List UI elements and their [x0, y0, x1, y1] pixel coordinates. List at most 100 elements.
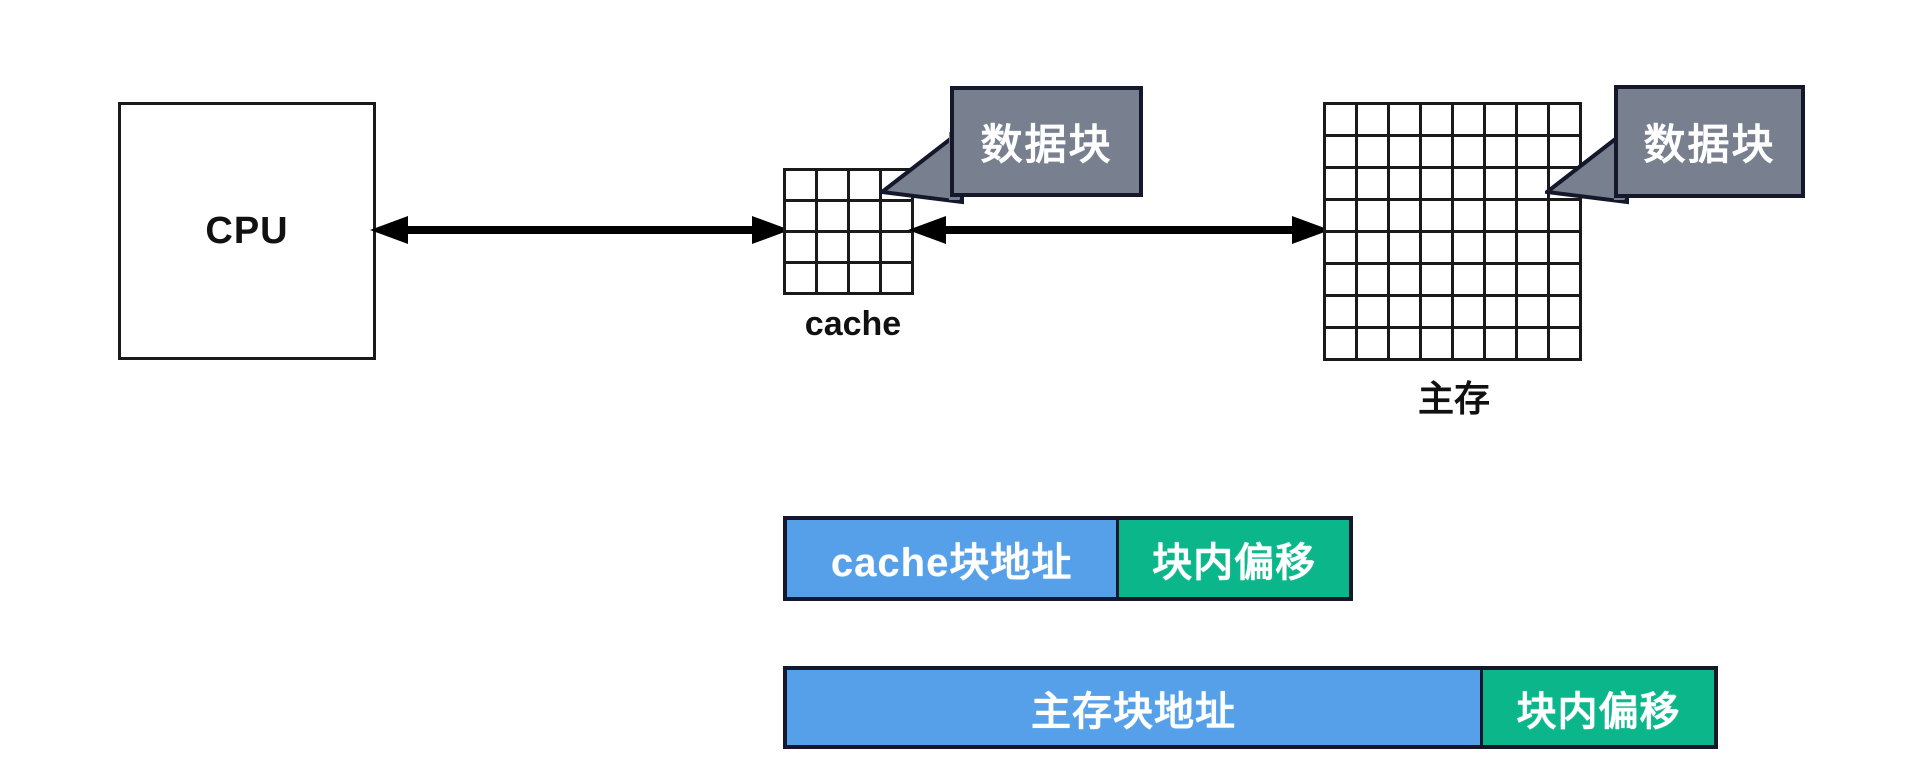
- memory-block-address-label: 主存块地址: [1031, 689, 1236, 734]
- memory-cell: [1390, 169, 1422, 201]
- callout-box: 数据块: [950, 86, 1143, 197]
- cache-address-bar: cache块地址 块内偏移: [783, 516, 1353, 601]
- memory-cell: [1326, 201, 1358, 233]
- memory-cell: [1550, 265, 1582, 297]
- memory-cell: [1486, 137, 1518, 169]
- memory-cell: [1550, 329, 1582, 361]
- callout-label: 数据块: [1643, 121, 1776, 168]
- memory-cell: [1454, 137, 1486, 169]
- memory-cell: [1518, 137, 1550, 169]
- callout-label: 数据块: [980, 121, 1113, 168]
- memory-cell: [1550, 137, 1582, 169]
- memory-cell: [1518, 105, 1550, 137]
- memory-cell: [1518, 329, 1550, 361]
- memory-cell: [1518, 169, 1550, 201]
- memory-cell: [1518, 233, 1550, 265]
- memory-cell: [1422, 265, 1454, 297]
- memory-cell: [1518, 201, 1550, 233]
- memory-cell: [1486, 233, 1518, 265]
- memory-cell: [1390, 105, 1422, 137]
- memory-cell: [1358, 233, 1390, 265]
- cache-caption: cache: [804, 305, 902, 343]
- memory-cell: [1422, 201, 1454, 233]
- cache-block-address-label: cache块地址: [830, 540, 1073, 585]
- memory-block-offset-segment: 块内偏移: [1480, 670, 1714, 745]
- memory-cell: [1486, 329, 1518, 361]
- memory-cell: [1390, 201, 1422, 233]
- memory-cell: [1326, 137, 1358, 169]
- memory-cell: [1550, 201, 1582, 233]
- cache-cell: [850, 264, 882, 295]
- cache-cell: [850, 171, 882, 202]
- cache-cell: [850, 233, 882, 264]
- cache-cell: [818, 264, 850, 295]
- memory-cell: [1454, 265, 1486, 297]
- memory-cell: [1326, 265, 1358, 297]
- memory-cell: [1358, 329, 1390, 361]
- memory-cell: [1550, 233, 1582, 265]
- memory-cell: [1358, 169, 1390, 201]
- memory-grid: [1323, 102, 1582, 361]
- cache-cell: [786, 264, 818, 295]
- memory-cell: [1326, 105, 1358, 137]
- memory-block-address-segment: 主存块地址: [787, 670, 1480, 745]
- cache-cell: [882, 202, 914, 233]
- memory-cell: [1454, 105, 1486, 137]
- memory-cell: [1550, 297, 1582, 329]
- cache-cell: [786, 202, 818, 233]
- memory-cell: [1422, 105, 1454, 137]
- memory-caption: 主存: [1417, 378, 1490, 419]
- memory-cell: [1422, 233, 1454, 265]
- cache-cell: [786, 171, 818, 202]
- memory-cell: [1486, 297, 1518, 329]
- cache-cell: [818, 233, 850, 264]
- cache-block-address-segment: cache块地址: [787, 520, 1117, 597]
- memory-cell: [1358, 297, 1390, 329]
- cache-cell: [882, 233, 914, 264]
- memory-cell: [1326, 169, 1358, 201]
- memory-cell: [1326, 233, 1358, 265]
- cache-cell: [882, 264, 914, 295]
- memory-cell: [1326, 297, 1358, 329]
- memory-cell: [1518, 297, 1550, 329]
- memory-cell: [1550, 105, 1582, 137]
- memory-cell: [1390, 329, 1422, 361]
- cache-block-offset-segment: 块内偏移: [1116, 520, 1349, 597]
- memory-cell: [1358, 201, 1390, 233]
- cache-block-offset-label: 块内偏移: [1152, 540, 1317, 585]
- cache-cell: [850, 202, 882, 233]
- arrow-cache-memory: [908, 216, 1330, 244]
- memory-address-bar: 主存块地址 块内偏移: [783, 666, 1718, 749]
- memory-cell: [1518, 265, 1550, 297]
- memory-cell: [1454, 329, 1486, 361]
- arrow-cpu-cache: [370, 216, 790, 244]
- memory-cell: [1454, 201, 1486, 233]
- cache-cell: [818, 171, 850, 202]
- memory-cell: [1422, 169, 1454, 201]
- memory-cell: [1390, 137, 1422, 169]
- memory-cell: [1486, 201, 1518, 233]
- memory-cell: [1422, 329, 1454, 361]
- cache-cell: [818, 202, 850, 233]
- memory-cell: [1486, 265, 1518, 297]
- memory-cell: [1422, 297, 1454, 329]
- memory-cell: [1454, 233, 1486, 265]
- memory-cell: [1454, 297, 1486, 329]
- memory-cell: [1326, 329, 1358, 361]
- memory-cell: [1390, 265, 1422, 297]
- memory-block-offset-label: 块内偏移: [1516, 689, 1681, 734]
- cache-grid: [783, 168, 914, 295]
- cpu-label: CPU: [205, 209, 289, 252]
- memory-cell: [1390, 297, 1422, 329]
- cache-cell: [786, 233, 818, 264]
- memory-cell: [1358, 265, 1390, 297]
- cpu-box: CPU: [118, 102, 376, 360]
- callout-box: 数据块: [1614, 85, 1805, 198]
- memory-cell: [1486, 105, 1518, 137]
- memory-cell: [1422, 137, 1454, 169]
- memory-cell: [1390, 233, 1422, 265]
- memory-cell: [1486, 169, 1518, 201]
- memory-cell: [1358, 137, 1390, 169]
- memory-cell: [1358, 105, 1390, 137]
